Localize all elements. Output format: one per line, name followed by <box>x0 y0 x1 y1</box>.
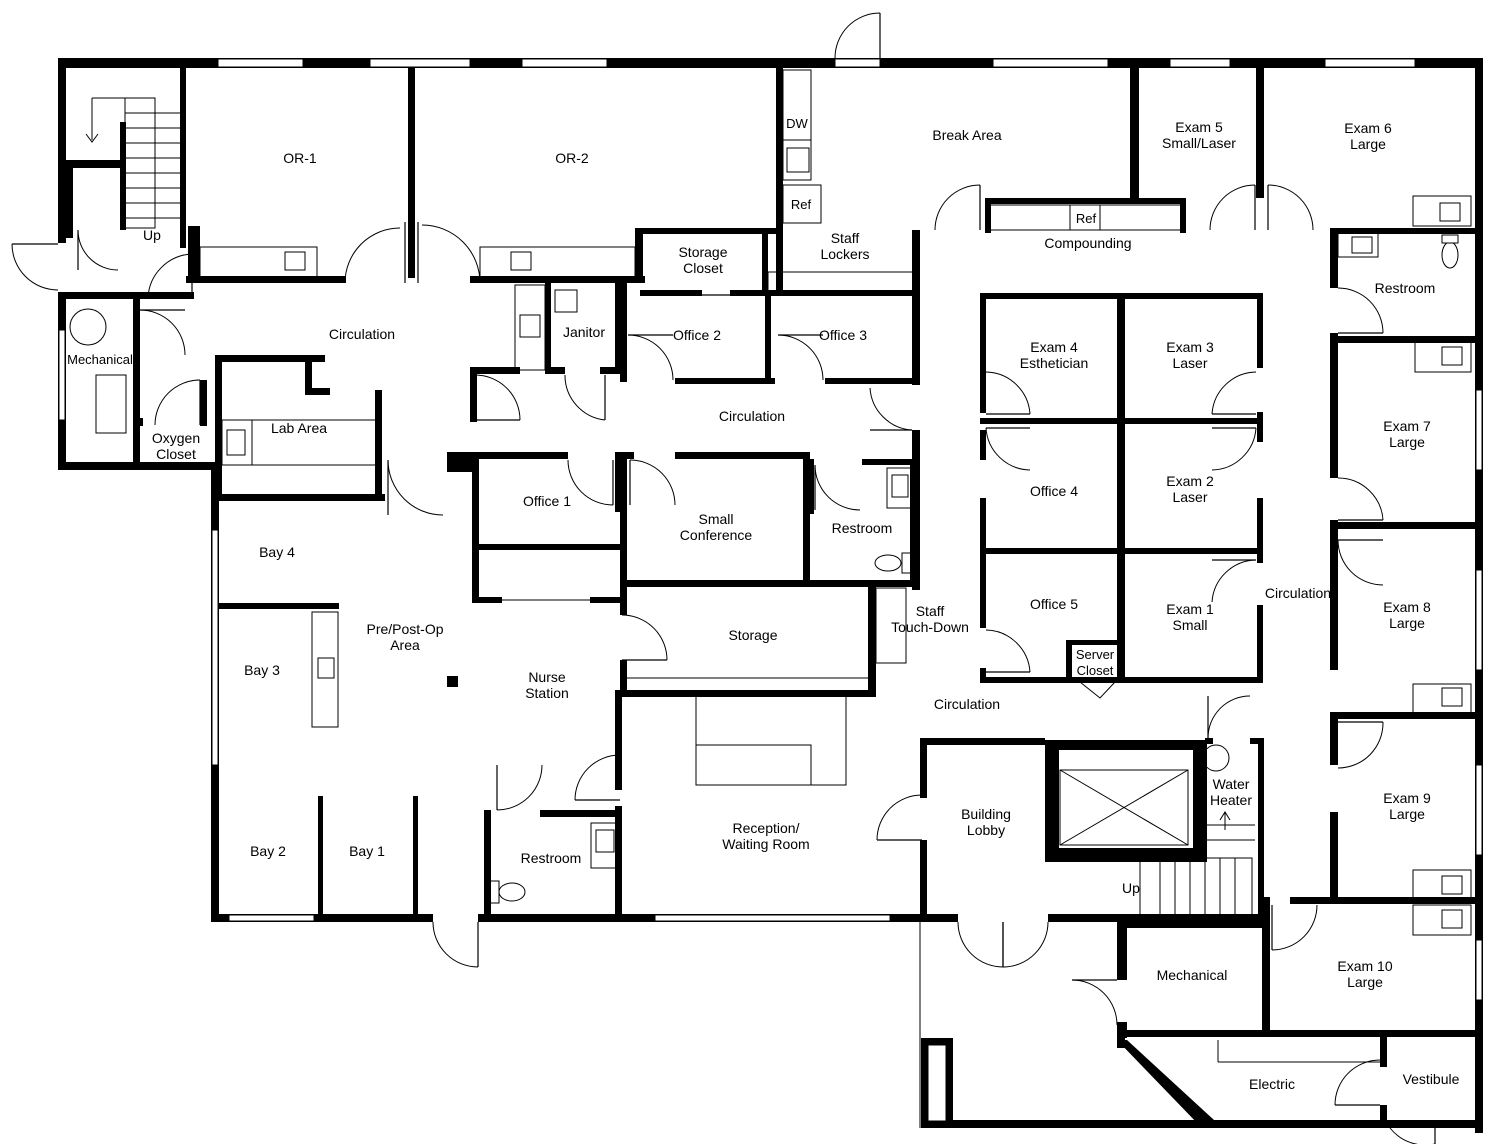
label-ref-compounding: Ref <box>1076 211 1097 226</box>
label-office4: Office 4 <box>1030 483 1078 499</box>
label-electric: Electric <box>1249 1076 1295 1092</box>
label-restroom-central: Restroom <box>832 520 893 536</box>
label-office5: Office 5 <box>1030 596 1078 612</box>
label-office2: Office 2 <box>673 327 721 343</box>
doors <box>11 12 1436 1144</box>
label-break-area: Break Area <box>932 127 1001 143</box>
label-circulation-nw: Circulation <box>329 326 395 342</box>
label-up-stair-nw: Up <box>143 227 161 243</box>
walls <box>58 58 1483 1133</box>
label-circulation-central: Circulation <box>719 408 785 424</box>
label-office3: Office 3 <box>819 327 867 343</box>
windows <box>58 58 1483 1001</box>
label-dw: DW <box>786 116 808 131</box>
plumbing-fixtures <box>226 147 1463 929</box>
label-compounding: Compounding <box>1044 235 1131 251</box>
label-bay3: Bay 3 <box>244 662 280 678</box>
label-mechanical-se: Mechanical <box>1157 967 1228 983</box>
label-restroom-south: Restroom <box>521 850 582 866</box>
label-circulation-south: Circulation <box>934 696 1000 712</box>
label-storage: Storage <box>728 627 777 643</box>
label-office1: Office 1 <box>523 493 571 509</box>
label-ref-break: Ref <box>791 197 812 212</box>
label-vestibule: Vestibule <box>1403 1071 1460 1087</box>
label-bay1: Bay 1 <box>349 843 385 859</box>
label-mechanical-nw: Mechanical <box>67 352 133 367</box>
label-or1: OR-1 <box>283 150 317 166</box>
label-circulation-east: Circulation <box>1265 585 1331 601</box>
label-bay2: Bay 2 <box>250 843 286 859</box>
label-bay4: Bay 4 <box>259 544 295 560</box>
label-restroom-ne: Restroom <box>1375 280 1436 296</box>
label-lab-area: Lab Area <box>271 420 327 436</box>
label-or2: OR-2 <box>555 150 589 166</box>
stair-arrow-icon <box>85 113 1231 830</box>
label-reception: Reception/Waiting Room <box>722 820 809 852</box>
label-janitor: Janitor <box>563 324 605 340</box>
label-up-stair-se: Up <box>1122 880 1140 896</box>
